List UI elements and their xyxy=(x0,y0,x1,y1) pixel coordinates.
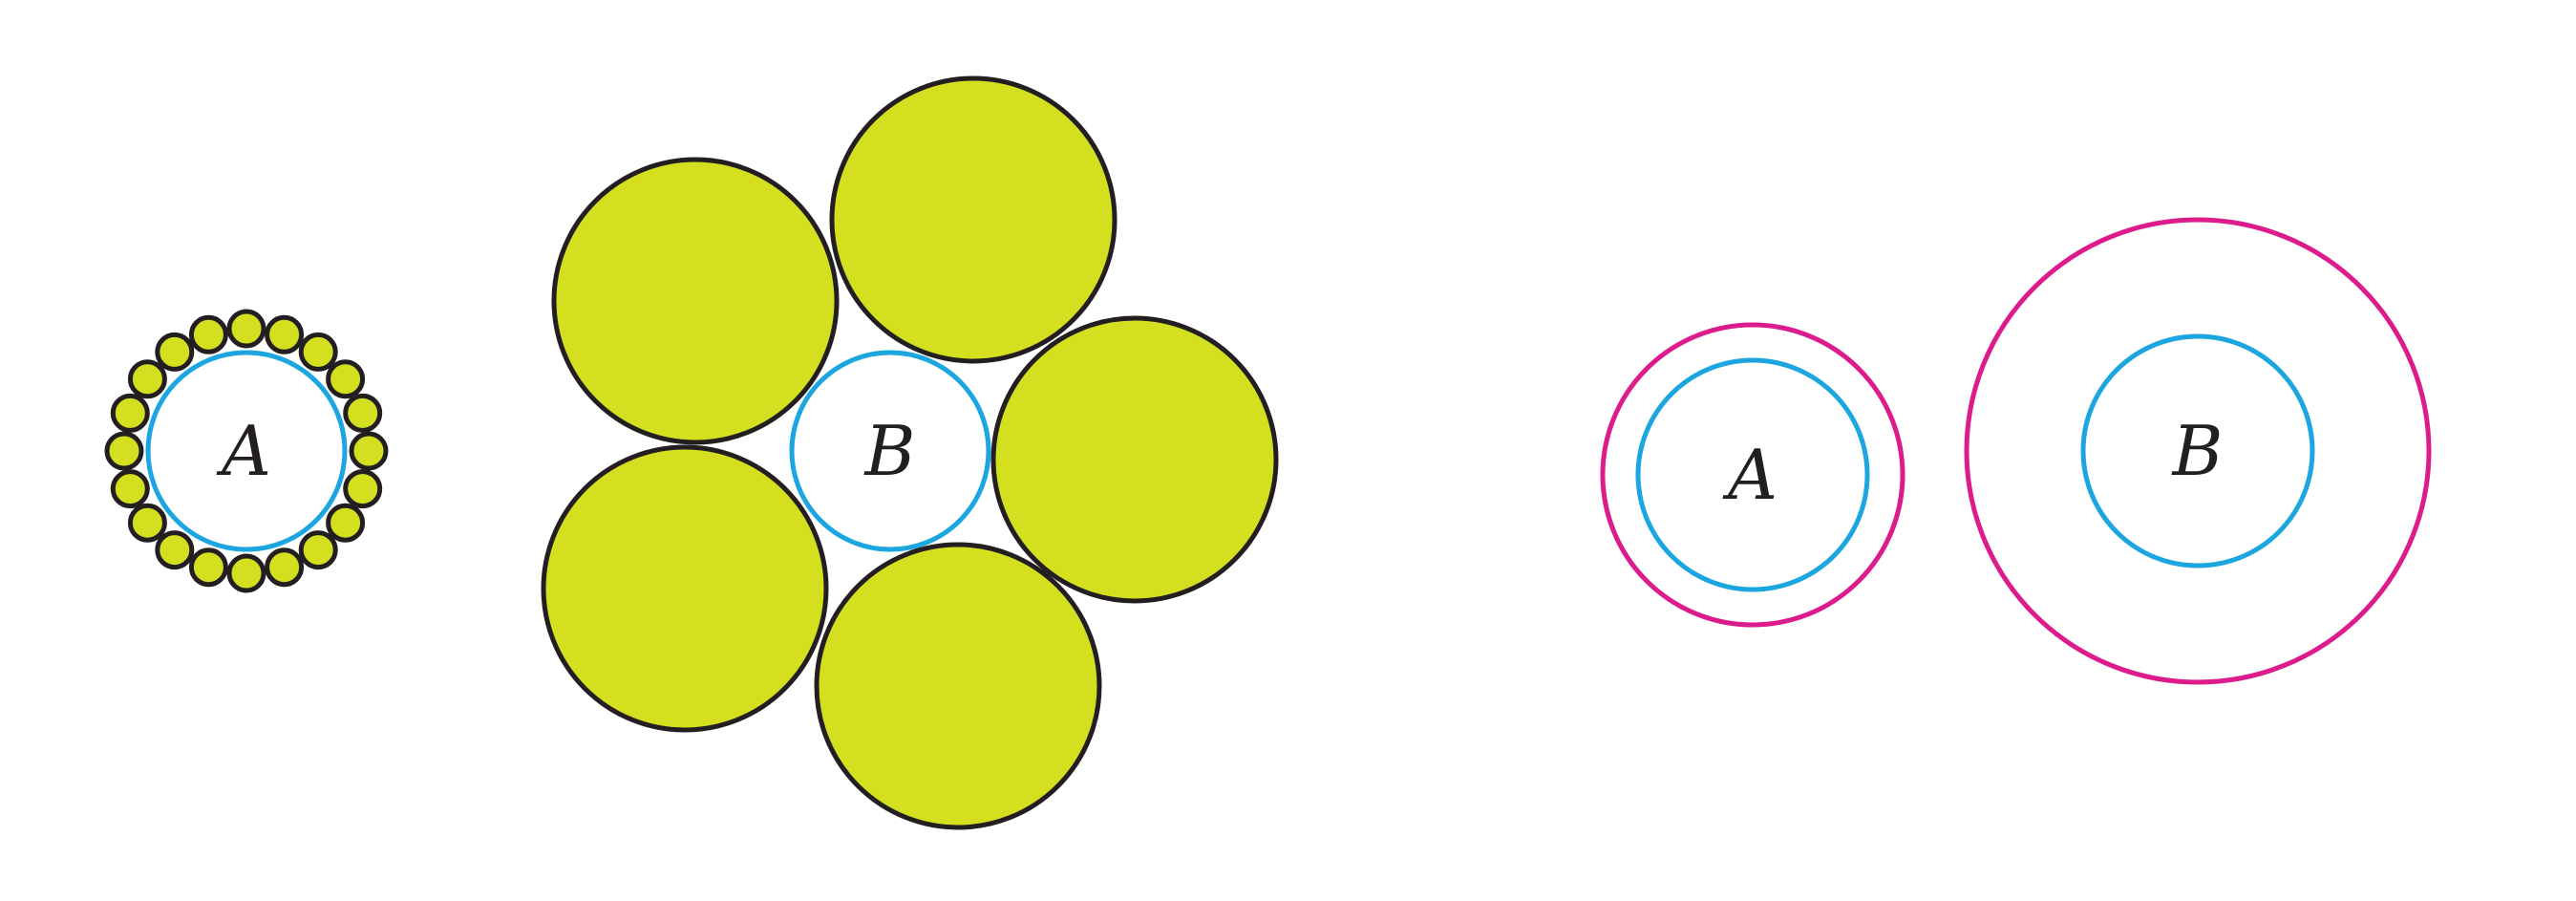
small-surround-circle xyxy=(188,314,228,354)
label-a-right: A xyxy=(1722,435,1778,515)
inner-circle-b xyxy=(2080,333,2315,568)
small-surround-circles xyxy=(104,309,389,593)
panel-b-large-surround: B xyxy=(541,75,1279,830)
small-surround-circle xyxy=(104,431,144,471)
small-surround-circle xyxy=(343,469,383,509)
small-surround-circle xyxy=(188,547,228,588)
large-surround-circle xyxy=(990,315,1279,604)
large-surround-circle xyxy=(814,542,1102,830)
panel-b-ring: B xyxy=(1964,217,2432,685)
large-surround-circle xyxy=(541,444,829,733)
small-surround-circle xyxy=(298,332,338,372)
small-surround-circle xyxy=(110,393,150,433)
small-surround-circle xyxy=(298,530,338,570)
ring-circle-b xyxy=(1964,217,2432,685)
small-surround-circle xyxy=(226,309,266,349)
ring-circle-a xyxy=(1600,322,1905,628)
panel-a-small-surround: A xyxy=(104,309,389,593)
inner-circle-a xyxy=(1635,357,1870,592)
large-surround-circles xyxy=(541,75,1279,830)
small-surround-circle xyxy=(349,431,389,471)
small-surround-circle xyxy=(127,359,167,399)
small-surround-circle xyxy=(326,359,366,399)
small-surround-circle xyxy=(110,469,150,509)
label-b-right: B xyxy=(2171,411,2224,491)
small-surround-circle xyxy=(326,503,366,543)
small-surround-circle xyxy=(343,393,383,433)
center-circle-b xyxy=(789,350,991,552)
center-circle-a xyxy=(145,350,348,552)
small-surround-circle xyxy=(226,553,266,593)
small-surround-circle xyxy=(265,314,305,354)
small-surround-circle xyxy=(265,547,305,588)
small-surround-circle xyxy=(127,503,167,543)
panel-a-ring: A xyxy=(1600,322,1905,628)
label-a-left: A xyxy=(216,411,271,491)
small-surround-circle xyxy=(155,332,195,372)
small-surround-circle xyxy=(155,530,195,570)
large-surround-circle xyxy=(551,157,840,445)
large-surround-circle xyxy=(829,75,1118,364)
label-b-left: B xyxy=(863,411,916,491)
